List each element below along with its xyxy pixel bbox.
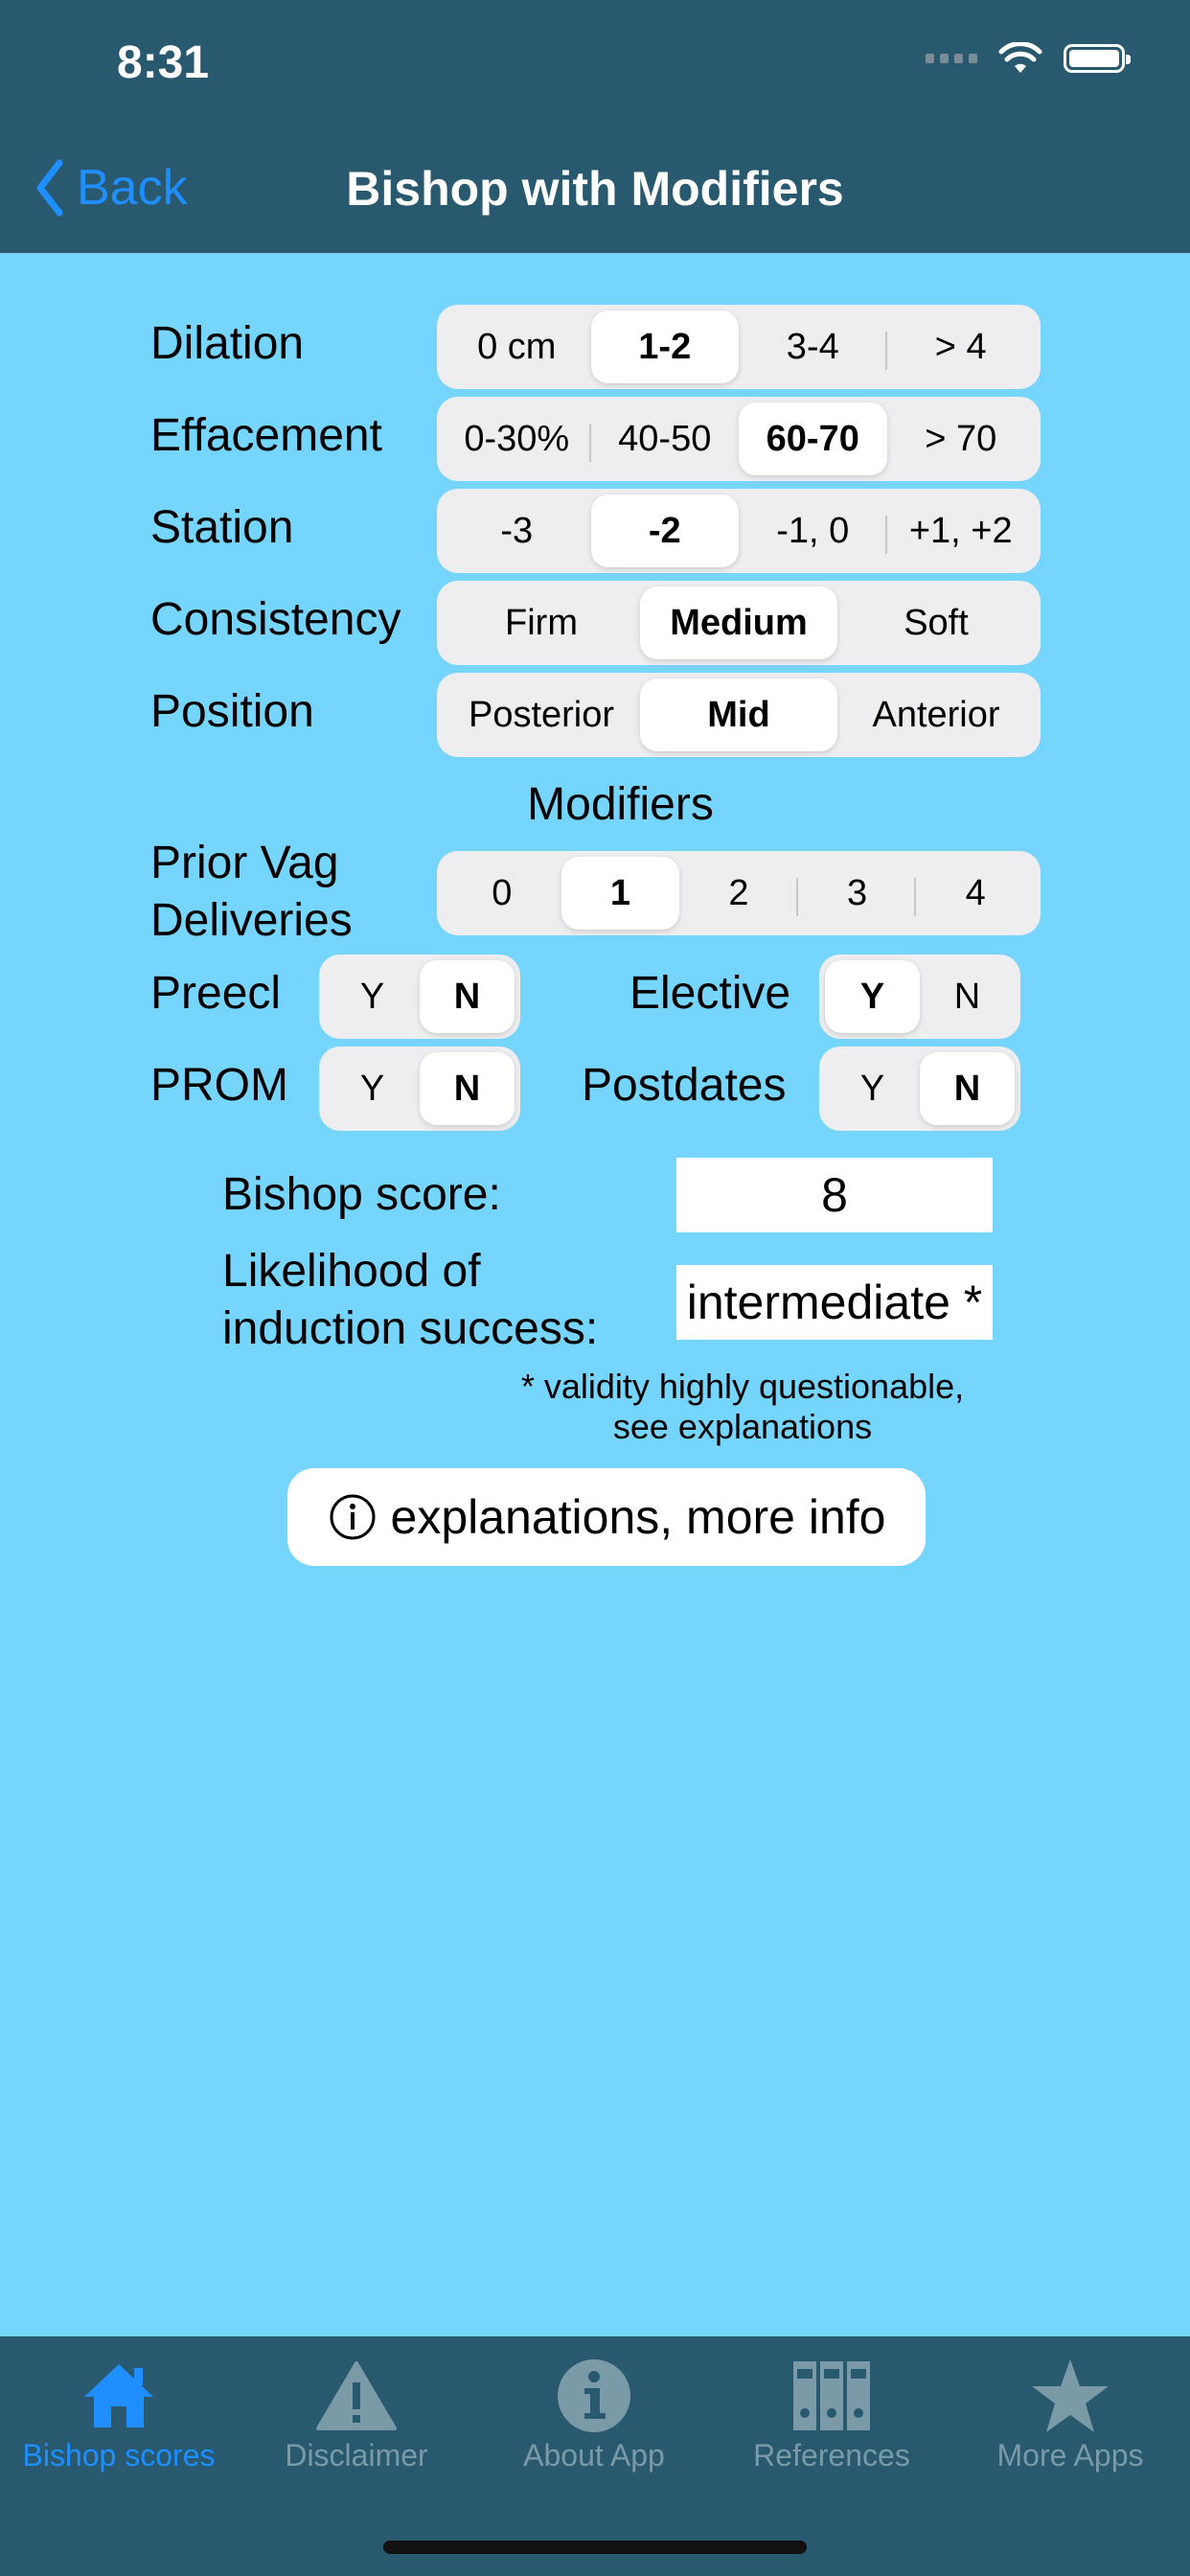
effacement-option[interactable]: > 70 — [925, 418, 997, 459]
wifi-icon — [998, 42, 1042, 73]
postdates-label: Postdates — [582, 1060, 787, 1111]
modifiers-heading: Modifiers — [527, 779, 714, 830]
postdates-no-option[interactable]: N — [920, 1052, 1015, 1125]
dilation-option[interactable]: 1-2 — [590, 310, 739, 383]
station-segmented-control: -3 -2 -1, 0 +1, +2 — [437, 489, 1041, 573]
position-option[interactable]: Mid — [640, 678, 837, 751]
dilation-option[interactable]: > 4 — [934, 326, 987, 367]
likelihood-value: intermediate * — [676, 1265, 993, 1340]
tab-label: Disclaimer — [285, 2438, 428, 2472]
prior-vag-deliveries-segmented-control: 0 1 2 3 4 — [437, 851, 1041, 935]
cellular-signal-icon — [926, 54, 977, 63]
prior-vag-option[interactable]: 2 — [679, 857, 798, 930]
station-option[interactable]: -2 — [590, 494, 739, 567]
status-icons — [926, 42, 1131, 75]
station-option[interactable]: -1, 0 — [739, 494, 887, 567]
tab-label: Bishop scores — [22, 2438, 216, 2472]
consistency-option[interactable]: Medium — [640, 586, 837, 659]
tab-label: About App — [523, 2438, 665, 2472]
tab-label: References — [753, 2438, 910, 2472]
preecl-no-option[interactable]: N — [420, 960, 515, 1033]
prom-label: PROM — [150, 1060, 288, 1111]
page-title: Bishop with Modifiers — [346, 162, 844, 216]
effacement-label: Effacement — [150, 410, 382, 461]
navigation-header: 8:31 Back Bishop with Modifiers — [0, 0, 1190, 253]
battery-icon — [1064, 44, 1131, 73]
explanations-button[interactable]: explanations, more info — [287, 1468, 926, 1566]
explanations-button-label: explanations, more info — [390, 1490, 886, 1544]
elective-no-option[interactable]: N — [953, 976, 981, 1017]
back-label: Back — [77, 160, 188, 216]
back-button[interactable]: Back — [34, 153, 188, 222]
consistency-segmented-control: Firm Medium Soft — [437, 581, 1041, 665]
dilation-segmented-control: 0 cm 1-2 3-4 > 4 — [437, 305, 1041, 389]
home-icon — [0, 2352, 238, 2440]
tab-disclaimer[interactable]: Disclaimer — [238, 2336, 475, 2499]
prom-toggle: Y N — [319, 1046, 520, 1131]
preecl-yes-option[interactable]: Y — [359, 976, 385, 1017]
elective-toggle: Y N — [819, 954, 1020, 1039]
station-option[interactable]: -3 — [500, 510, 534, 551]
station-option[interactable]: +1, +2 — [908, 510, 1013, 551]
position-option[interactable]: Posterior — [468, 694, 615, 735]
position-label: Position — [150, 686, 314, 737]
tab-bar: Bishop scores Disclaimer About App — [0, 2336, 1190, 2576]
prom-yes-option[interactable]: Y — [359, 1068, 385, 1109]
tab-more-apps[interactable]: More Apps — [950, 2336, 1190, 2499]
effacement-option[interactable]: 40-50 — [618, 418, 712, 459]
preecl-toggle: Y N — [319, 954, 520, 1039]
bishop-score-value: 8 — [676, 1158, 993, 1232]
dilation-label: Dilation — [150, 318, 305, 369]
station-label: Station — [150, 502, 294, 553]
preecl-label: Preecl — [150, 968, 282, 1019]
info-circle-icon — [330, 1494, 376, 1540]
warning-icon — [238, 2352, 475, 2440]
effacement-segmented-control: 0-30% 40-50 60-70 > 70 — [437, 397, 1041, 481]
tab-label: More Apps — [996, 2438, 1144, 2472]
prior-vag-label-line1: Prior Vag — [150, 838, 339, 888]
status-time: 8:31 — [117, 37, 210, 88]
tab-references[interactable]: References — [713, 2336, 950, 2499]
postdates-yes-option[interactable]: Y — [859, 1068, 885, 1109]
effacement-option[interactable]: 0-30% — [443, 402, 591, 475]
binders-icon — [713, 2352, 950, 2440]
position-segmented-control: Posterior Mid Anterior — [437, 673, 1041, 757]
star-icon — [950, 2352, 1190, 2440]
tab-bishop-scores[interactable]: Bishop scores — [0, 2336, 238, 2499]
validity-note: * validity highly questionable, see expl… — [479, 1367, 1006, 1447]
consistency-option[interactable]: Soft — [904, 602, 969, 643]
prior-vag-label-line2: Deliveries — [150, 895, 353, 946]
prom-no-option[interactable]: N — [420, 1052, 515, 1125]
validity-note-line2: see explanations — [612, 1407, 873, 1446]
elective-yes-option[interactable]: Y — [825, 960, 920, 1033]
tab-about-app[interactable]: About App — [475, 2336, 713, 2499]
prior-vag-option[interactable]: 3 — [798, 857, 917, 930]
consistency-label: Consistency — [150, 594, 401, 645]
likelihood-label-line1: Likelihood of — [222, 1246, 481, 1297]
consistency-option[interactable]: Firm — [505, 602, 578, 643]
effacement-option[interactable]: 60-70 — [739, 402, 887, 475]
bishop-score-label: Bishop score: — [222, 1169, 501, 1220]
validity-note-line1: * validity highly questionable, — [520, 1367, 965, 1406]
prior-vag-option[interactable]: 1 — [561, 857, 680, 930]
prior-vag-option[interactable]: 4 — [965, 872, 986, 913]
position-option[interactable]: Anterior — [872, 694, 1000, 735]
dilation-option[interactable]: 3-4 — [739, 310, 887, 383]
prior-vag-option[interactable]: 0 — [492, 872, 513, 913]
elective-label: Elective — [629, 968, 791, 1019]
home-indicator — [383, 2541, 807, 2554]
postdates-toggle: Y N — [819, 1046, 1020, 1131]
dilation-option[interactable]: 0 cm — [477, 326, 557, 367]
likelihood-label-line2: induction success: — [222, 1303, 599, 1354]
chevron-left-icon — [36, 159, 63, 217]
info-icon — [475, 2352, 713, 2440]
